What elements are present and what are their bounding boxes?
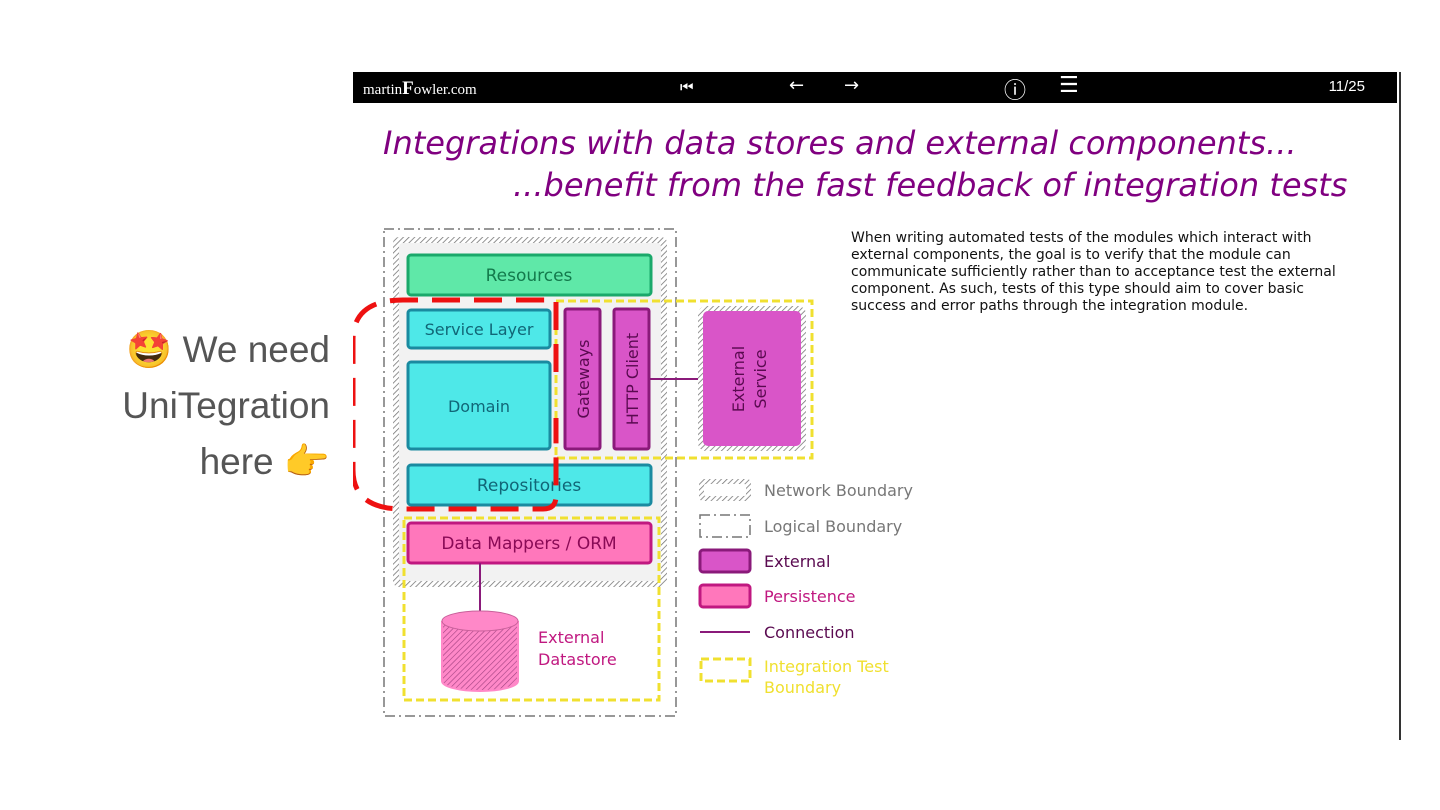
slide-toolbar: martinFowler.com ⏮ ← → ⓘ ☰ 11/25 bbox=[353, 72, 1397, 104]
star-struck-emoji-icon: 🤩 bbox=[126, 328, 173, 371]
external-datastore-cylinder bbox=[441, 621, 519, 692]
legend-external-label: External bbox=[764, 552, 830, 571]
gateways-label: Gateways bbox=[574, 339, 593, 418]
annotation: 🤩 We need UniTegration here 👉 bbox=[30, 322, 330, 490]
data-mappers-box bbox=[406, 521, 653, 565]
annotation-text-3: here bbox=[199, 441, 274, 482]
legend-connection-label: Connection bbox=[764, 623, 855, 642]
domain-box bbox=[406, 360, 552, 451]
repositories-label: Repositories bbox=[477, 476, 582, 496]
resources-label: Resources bbox=[486, 266, 573, 286]
legend-network-label: Network Boundary bbox=[764, 481, 913, 500]
prev-arrow-icon[interactable]: ← bbox=[789, 75, 805, 96]
data-mappers-label: Data Mappers / ORM bbox=[441, 534, 616, 554]
pointing-right-emoji-icon: 👉 bbox=[283, 440, 330, 483]
legend-persistence-label: Persistence bbox=[764, 587, 856, 606]
brand-initial: F bbox=[402, 78, 414, 99]
domain-label: Domain bbox=[448, 397, 510, 416]
legend-network-swatch-inner bbox=[704, 484, 746, 496]
slide: martinFowler.com ⏮ ← → ⓘ ☰ 11/25 Integra… bbox=[353, 72, 1401, 740]
annotation-line-3: here 👉 bbox=[30, 434, 330, 490]
annotation-line-1: 🤩 We need bbox=[30, 322, 330, 378]
legend-persistence-swatch bbox=[698, 583, 752, 609]
external-datastore-top bbox=[441, 610, 519, 632]
first-slide-icon[interactable]: ⏮ bbox=[680, 78, 694, 96]
brand-logo[interactable]: martinFowler.com bbox=[363, 78, 477, 100]
service-layer-label: Service Layer bbox=[425, 320, 534, 339]
gateways-box bbox=[563, 307, 602, 451]
annotation-line-2: UniTegration bbox=[122, 385, 330, 426]
brand-suffix: owler.com bbox=[413, 82, 477, 98]
resources-box bbox=[406, 253, 653, 297]
next-arrow-icon[interactable]: → bbox=[844, 75, 860, 96]
page-counter: 11/25 bbox=[1328, 78, 1365, 95]
architecture-diagram: Resources Service Layer Domain Repositor… bbox=[353, 228, 913, 717]
legend-integration-label-1: Integration Test bbox=[764, 657, 889, 676]
annotation-text-1: We need bbox=[182, 329, 330, 370]
slide-title-line-2: ...benefit from the fast feedback of int… bbox=[513, 166, 1348, 204]
legend-integration-swatch bbox=[699, 657, 752, 683]
slide-title-line-1: Integrations with data stores and extern… bbox=[383, 124, 1297, 162]
slide-description: When writing automated tests of the modu… bbox=[851, 230, 1336, 314]
info-icon[interactable]: ⓘ bbox=[1004, 79, 1027, 104]
brand-prefix: martin bbox=[363, 82, 403, 98]
service-layer-box bbox=[406, 308, 552, 350]
external-service-box bbox=[703, 311, 801, 446]
integration-boundary-gateways bbox=[554, 299, 814, 460]
integration-boundary-persistence bbox=[402, 516, 661, 702]
menu-list-icon[interactable]: ☰ bbox=[1059, 73, 1079, 98]
legend-integration-label-2: Boundary bbox=[764, 678, 841, 697]
http-client-label: HTTP Client bbox=[623, 333, 642, 425]
repositories-box bbox=[406, 463, 653, 507]
legend-external-swatch bbox=[698, 548, 752, 574]
logical-boundary-service bbox=[383, 228, 677, 717]
unitegration-highlight bbox=[353, 297, 559, 512]
external-datastore-label-1: External bbox=[538, 628, 604, 647]
external-service-label-1: External bbox=[729, 346, 748, 412]
external-service-label-2: Service bbox=[751, 349, 770, 408]
legend-logical-swatch bbox=[699, 514, 751, 538]
external-datastore-label-2: Datastore bbox=[538, 650, 617, 669]
legend: Network Boundary Logical Boundary Extern… bbox=[698, 479, 913, 697]
legend-logical-label: Logical Boundary bbox=[764, 517, 902, 536]
